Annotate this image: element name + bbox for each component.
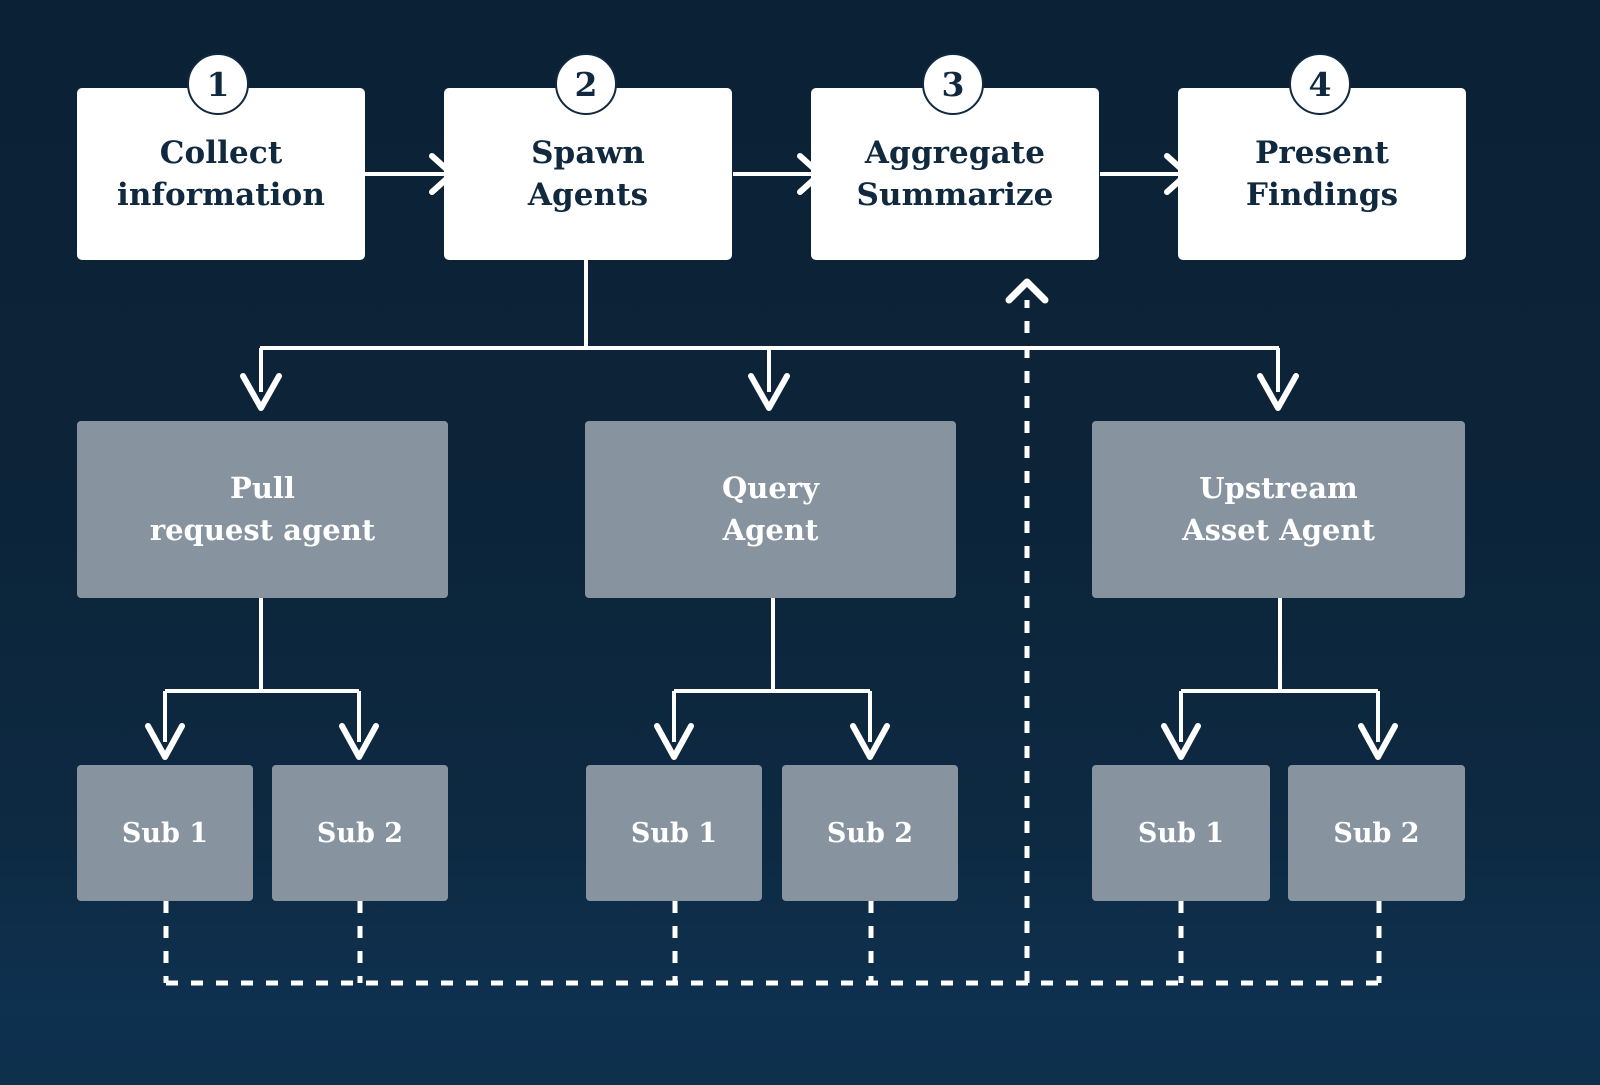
arrow-step3-to-step4	[1100, 153, 1190, 195]
step-box-collect-information[interactable]: Collect information	[77, 88, 365, 260]
step-box-spawn-agents[interactable]: Spawn Agents	[444, 88, 732, 260]
step-label-line1: Collect	[159, 134, 283, 171]
sub-label: Sub 2	[826, 817, 914, 849]
step-number-badge-4: 4	[1289, 53, 1351, 115]
agent-box-upstream-asset-agent[interactable]: Upstream Asset Agent	[1092, 421, 1465, 598]
step-label: Present Findings	[1236, 132, 1408, 216]
agent-box-query-agent[interactable]: Query Agent	[585, 421, 956, 598]
agent-label: Pull request agent	[138, 468, 387, 550]
sub-label: Sub 1	[1137, 817, 1225, 849]
sub-label: Sub 1	[630, 817, 718, 849]
agent-label-line1: Upstream	[1199, 471, 1358, 506]
step-number: 2	[574, 64, 598, 104]
step-number-badge-2: 2	[555, 53, 617, 115]
sub-label: Sub 2	[1333, 817, 1420, 849]
step-number: 4	[1308, 64, 1332, 104]
step-label: Aggregate Summarize	[847, 132, 1064, 216]
agent-label-line2: Asset Agent	[1182, 512, 1375, 547]
step-label-line1: Aggregate	[864, 134, 1046, 171]
step-box-present-findings[interactable]: Present Findings	[1178, 88, 1466, 260]
spawn-fanout-bus	[240, 260, 1299, 411]
sub-box-pull-request-agent-sub-1[interactable]: Sub 1	[77, 765, 253, 901]
agent-label: Upstream Asset Agent	[1170, 468, 1387, 550]
step-label-line2: Agents	[527, 177, 649, 213]
agent-label: Query Agent	[710, 468, 831, 550]
step-label: Collect information	[107, 132, 335, 216]
step-number-badge-3: 3	[922, 53, 984, 115]
agent-label-line1: Pull	[230, 471, 295, 506]
step-number: 3	[941, 64, 965, 104]
sub-box-pull-request-agent-sub-2[interactable]: Sub 2	[272, 765, 448, 901]
fanout-agent-2	[654, 598, 890, 760]
step-label-line2: Findings	[1245, 177, 1399, 213]
step-label: Spawn Agents	[518, 132, 658, 216]
sub-box-upstream-asset-agent-sub-2[interactable]: Sub 2	[1288, 765, 1465, 901]
sub-label: Sub 1	[121, 817, 209, 849]
sub-box-query-agent-sub-2[interactable]: Sub 2	[782, 765, 958, 901]
feedback-arrowhead-icon	[1005, 278, 1049, 304]
step-number-badge-1: 1	[187, 53, 249, 115]
step-label-line2: information	[117, 177, 325, 213]
agent-box-pull-request-agent[interactable]: Pull request agent	[77, 421, 448, 598]
step-label-line1: Present	[1254, 134, 1390, 171]
step-number: 1	[206, 64, 230, 104]
fanout-agent-1	[145, 598, 379, 760]
step-label-line1: Spawn	[531, 134, 645, 171]
agent-label-line2: request agent	[149, 512, 376, 547]
sub-box-query-agent-sub-1[interactable]: Sub 1	[586, 765, 762, 901]
sub-label: Sub 2	[316, 817, 404, 849]
arrow-step1-to-step2	[365, 153, 455, 195]
agent-label-line2: Agent	[722, 512, 819, 547]
agent-label-line1: Query	[722, 471, 819, 506]
fanout-agent-3	[1161, 598, 1398, 760]
step-label-line2: Summarize	[856, 177, 1054, 213]
step-box-aggregate-summarize[interactable]: Aggregate Summarize	[811, 88, 1099, 260]
sub-box-upstream-asset-agent-sub-1[interactable]: Sub 1	[1092, 765, 1270, 901]
